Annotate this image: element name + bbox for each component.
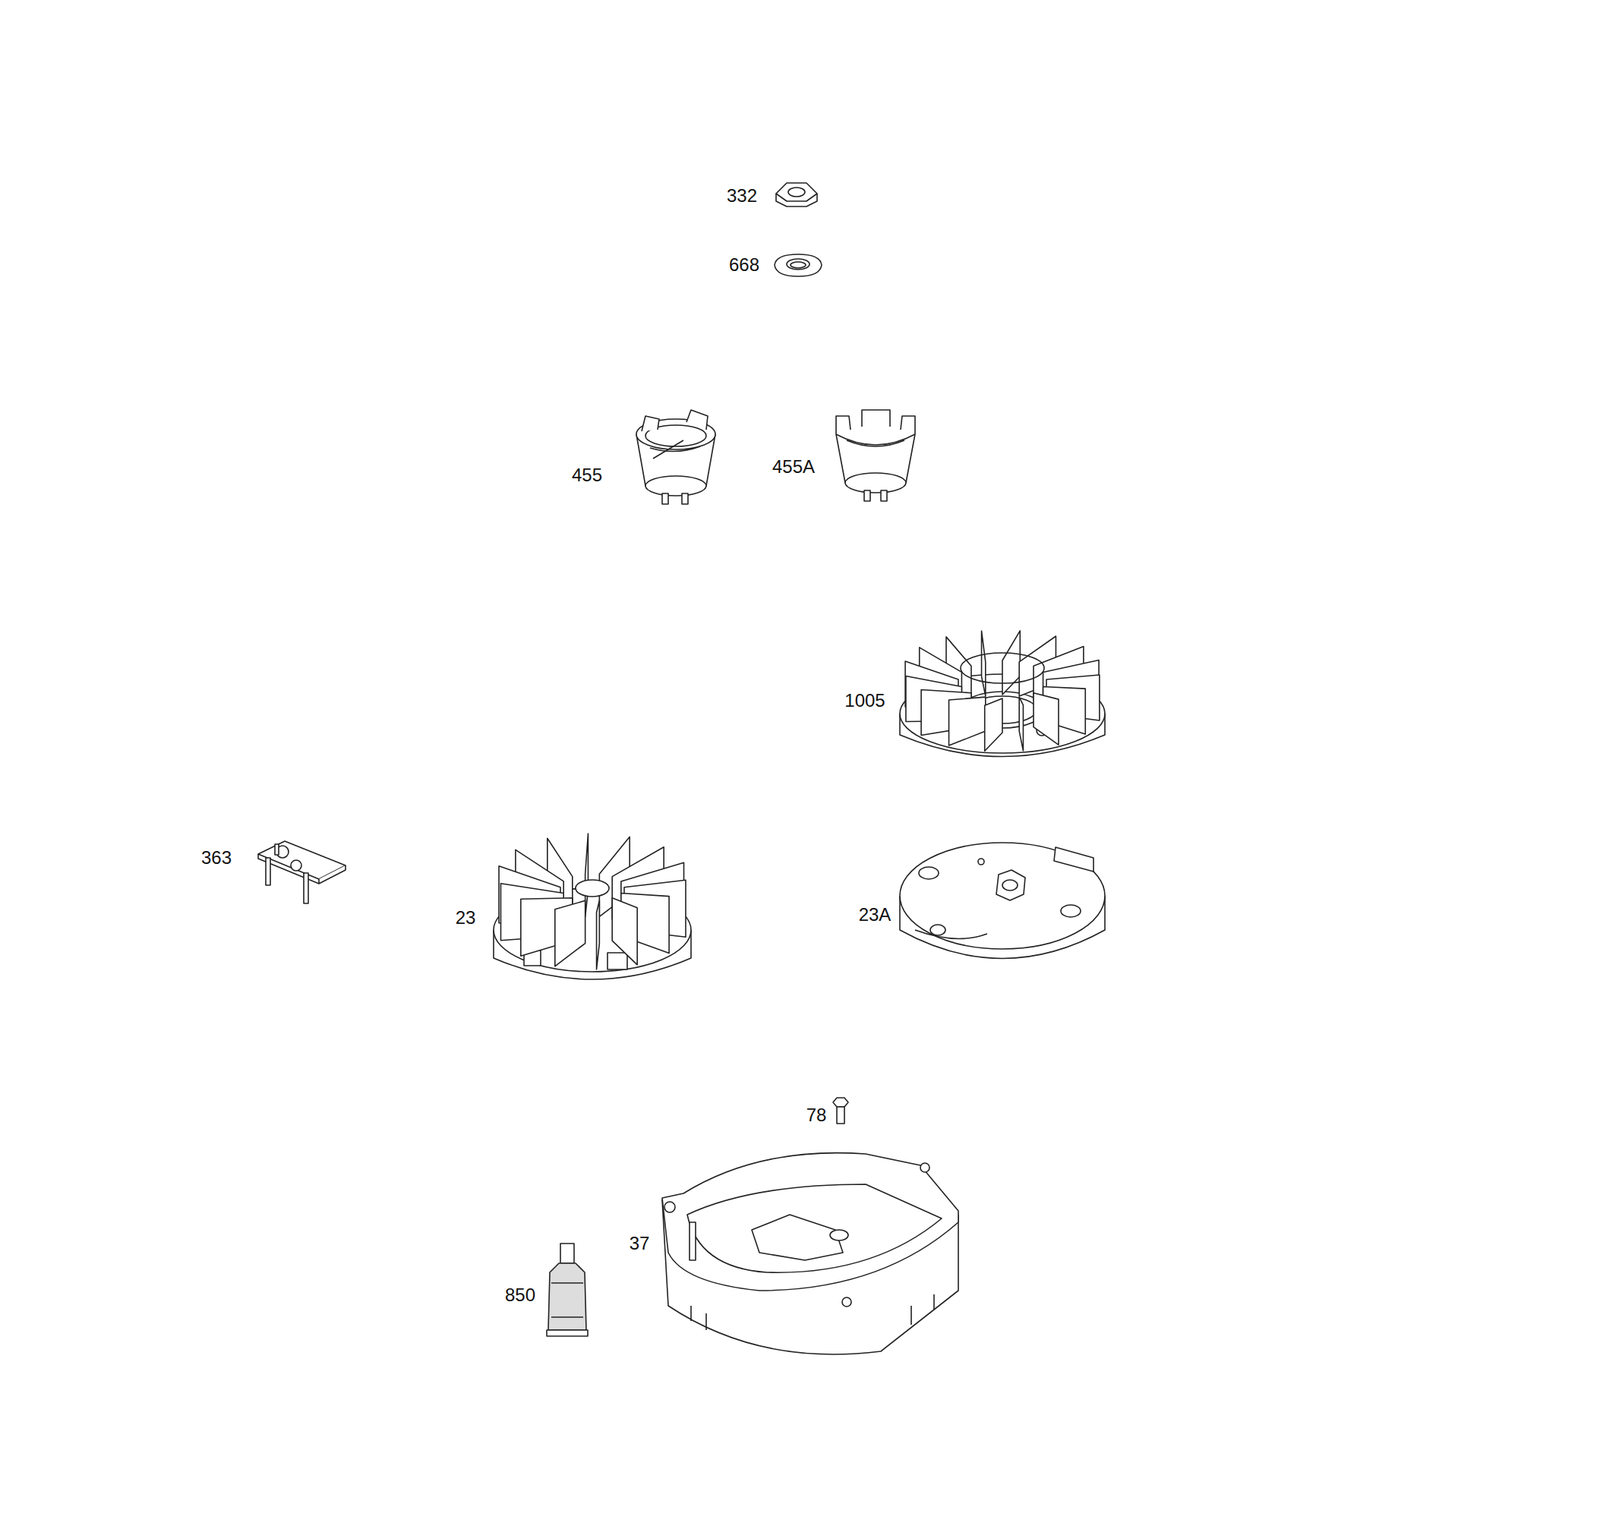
ignition-bracket — [290, 860, 302, 872]
fan-hub — [960, 653, 1045, 684]
starter-cup — [836, 434, 916, 445]
callout-number: 850 — [504, 1286, 536, 1305]
flywheel — [1002, 880, 1018, 891]
starter-cup — [636, 410, 716, 505]
starter-cup — [846, 440, 905, 447]
callout-number: 37 — [629, 1234, 651, 1253]
callout-number: 332 — [726, 186, 758, 206]
sealant-tube — [551, 1316, 584, 1319]
ignition-bracket — [318, 865, 346, 884]
flywheel — [493, 888, 692, 972]
starter-cup — [686, 410, 708, 430]
callout-number: 23 — [455, 908, 477, 928]
hex-nut — [776, 183, 818, 202]
ignition-bracket — [258, 841, 346, 904]
callout-number: 1005 — [844, 691, 885, 711]
blower-housing — [687, 1184, 942, 1273]
flywheel — [930, 924, 946, 936]
callout-number: 668 — [728, 255, 760, 275]
starter-cup — [845, 473, 906, 493]
blower-housing — [829, 1230, 849, 1241]
fan-blade — [1002, 631, 1020, 695]
flywheel — [493, 833, 692, 980]
bolt — [833, 1098, 849, 1108]
starter-cup — [900, 416, 916, 435]
starter-cup — [641, 416, 660, 432]
starter-cup — [836, 410, 916, 502]
fan-blade — [981, 631, 986, 697]
flywheel — [1054, 847, 1094, 872]
callout-number: 455 — [571, 466, 603, 485]
blower-housing — [920, 1163, 930, 1173]
starter-cup — [864, 490, 871, 502]
ignition-bracket — [274, 844, 279, 856]
callout-number: 363 — [201, 848, 232, 868]
flywheel — [978, 858, 985, 865]
callout-number: 78 — [806, 1106, 827, 1125]
flywheel — [918, 867, 939, 880]
sealant-tube — [548, 1263, 587, 1331]
fan-blade — [1033, 693, 1059, 745]
hex-nut — [776, 183, 818, 207]
callout-number: 23A — [858, 905, 892, 925]
starter-cup — [650, 446, 701, 452]
sealant-tube — [551, 1282, 584, 1285]
blower-housing — [662, 1153, 959, 1355]
blower-housing — [751, 1214, 843, 1261]
flywheel — [915, 930, 988, 939]
fan — [899, 631, 1105, 758]
bolt — [836, 1107, 845, 1124]
bolt — [833, 1098, 849, 1124]
flywheel — [607, 953, 628, 970]
flywheel-fin — [596, 900, 600, 970]
flywheel-hub — [575, 880, 610, 897]
fan-blade — [984, 698, 1003, 752]
starter-cup — [836, 416, 851, 435]
flywheel-fin — [612, 898, 638, 966]
flywheel — [1060, 905, 1081, 918]
starter-cup — [861, 410, 890, 427]
washer — [774, 254, 822, 277]
fan-blade — [1019, 697, 1023, 752]
blower-housing — [842, 1297, 852, 1307]
callout-number: 455A — [772, 457, 815, 477]
washer — [786, 258, 810, 270]
sealant-tube — [546, 1330, 588, 1337]
blower-housing — [664, 1202, 676, 1213]
blower-housing — [662, 1153, 959, 1291]
flywheel-fin — [555, 900, 586, 967]
sealant-tube — [546, 1243, 588, 1337]
fan-blade — [949, 697, 986, 746]
flywheel — [899, 842, 1105, 950]
ignition-bracket — [265, 858, 271, 886]
washer — [774, 254, 822, 277]
washer — [790, 261, 806, 269]
starter-cup — [681, 493, 688, 505]
starter-cup — [880, 490, 887, 502]
starter-cup — [645, 476, 707, 496]
flywheel — [996, 870, 1026, 901]
starter-cup — [653, 440, 684, 459]
blower-housing — [691, 1294, 935, 1331]
sealant-tube — [560, 1243, 575, 1264]
ignition-bracket — [303, 873, 309, 904]
flywheel — [899, 842, 1105, 960]
blower-housing — [689, 1222, 696, 1261]
hex-nut — [788, 187, 805, 197]
starter-cup — [662, 493, 669, 505]
